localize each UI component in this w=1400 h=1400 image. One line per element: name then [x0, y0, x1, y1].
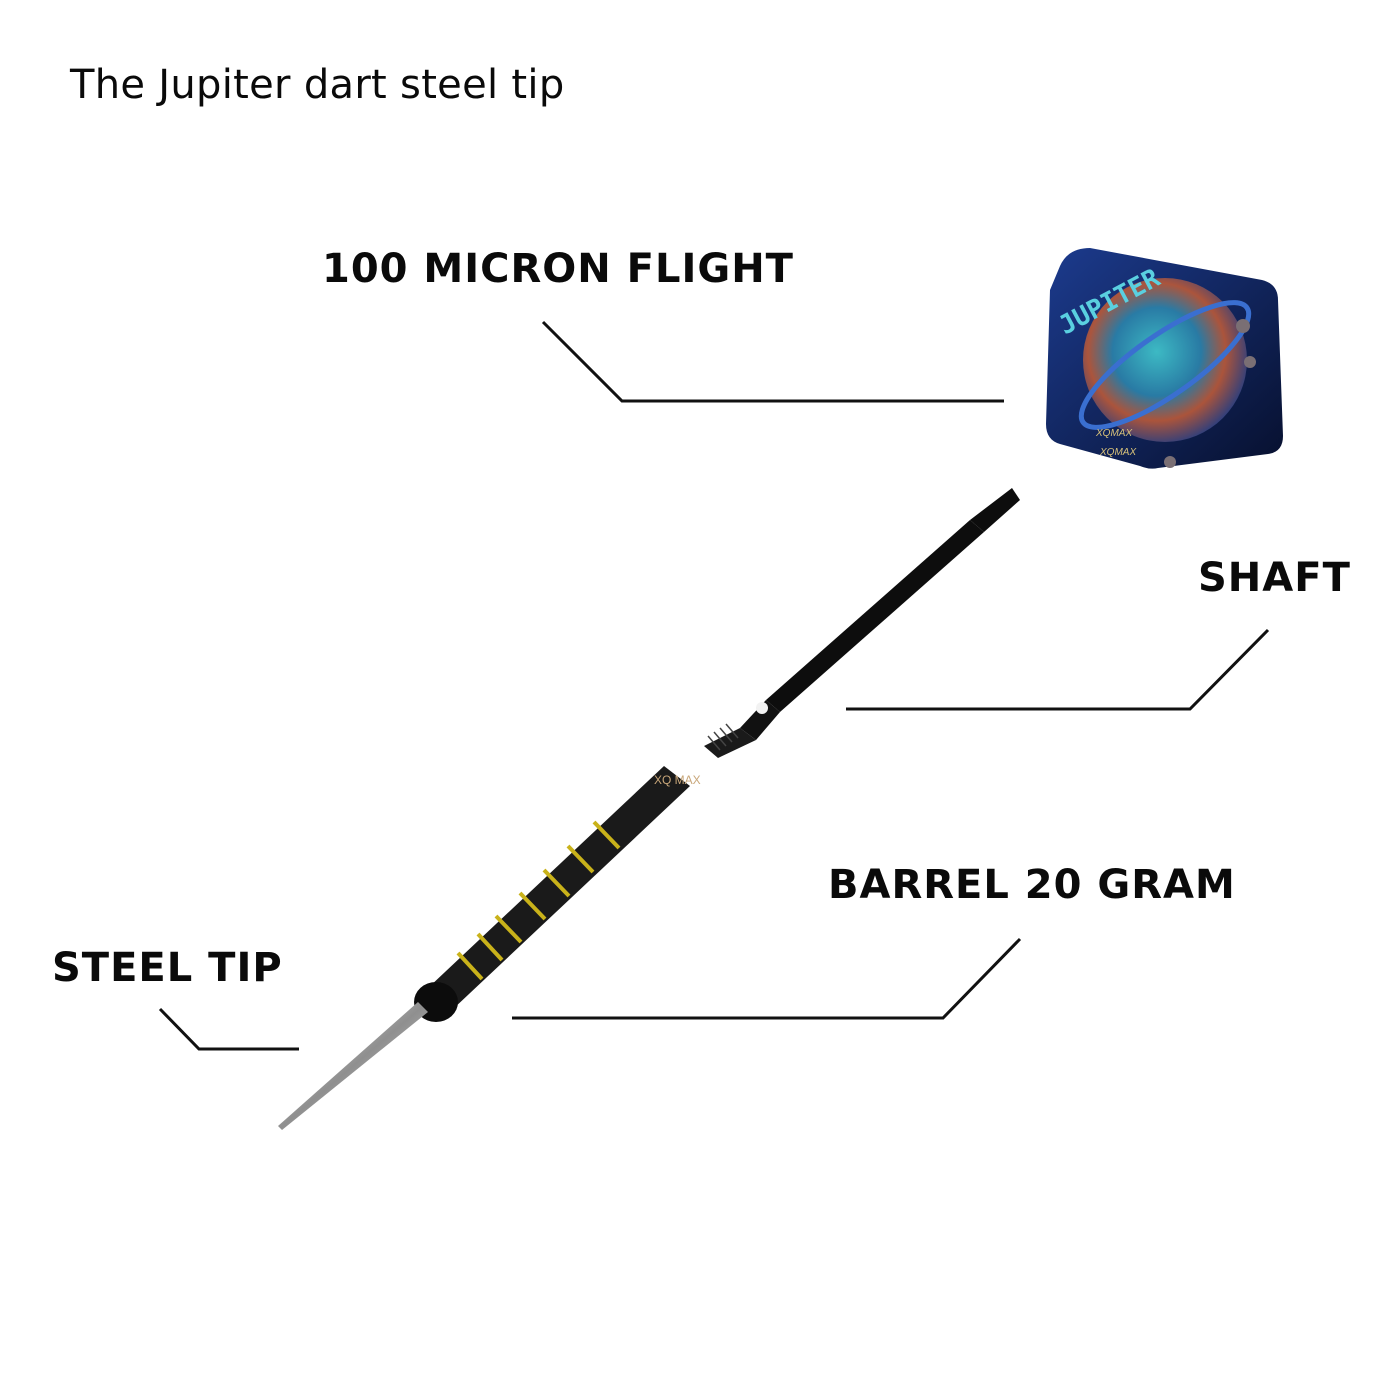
barrel-logo: XQ MAX — [654, 773, 701, 787]
steel-tip-image — [278, 1002, 428, 1130]
label-shaft: SHAFT — [1198, 555, 1351, 601]
leader-flight — [541, 320, 1004, 403]
leader-lines — [158, 320, 1270, 1051]
barrel-image: XQ MAX — [414, 766, 701, 1022]
shaft-image — [704, 488, 1020, 758]
leader-barrel — [512, 937, 1022, 1020]
label-barrel: BARREL 20 GRAM — [828, 862, 1236, 908]
page-title: The Jupiter dart steel tip — [70, 62, 565, 108]
leader-shaft — [846, 628, 1270, 711]
flight-brand-2: XQMAX — [1099, 447, 1136, 458]
label-steel-tip: STEEL TIP — [52, 945, 283, 991]
leader-tip — [158, 1007, 299, 1051]
flight-brand-1: XQMAX — [1095, 428, 1132, 439]
flight-image: JUPITER XQMAX XQMAX — [1046, 248, 1283, 469]
label-flight: 100 MICRON FLIGHT — [322, 246, 794, 292]
